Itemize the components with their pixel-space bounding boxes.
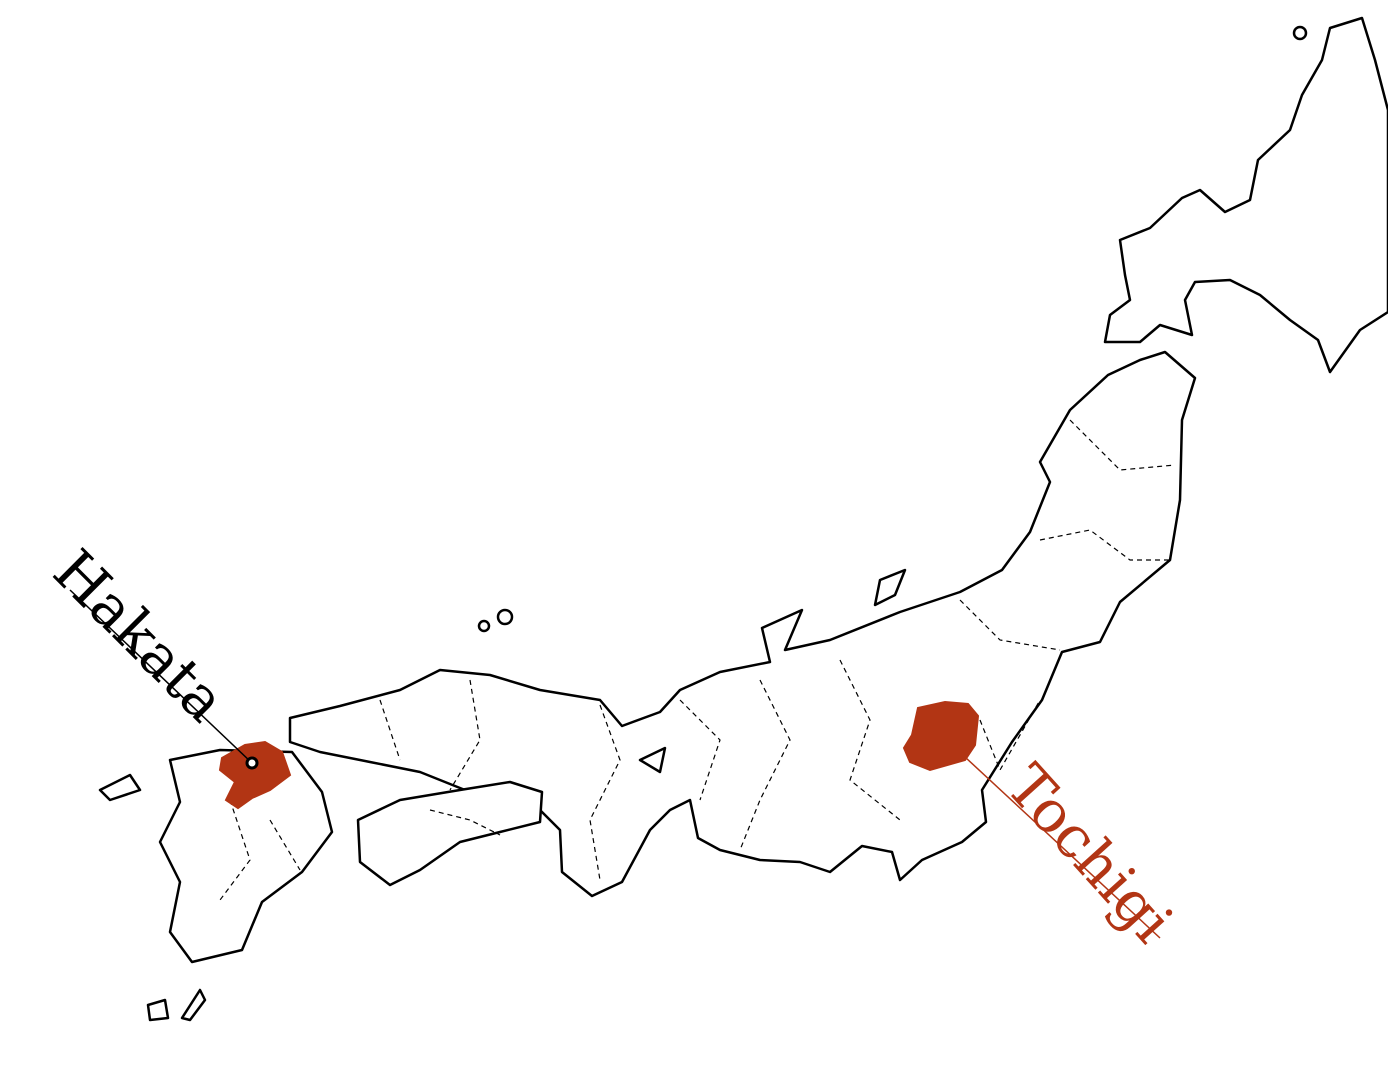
fukuoka-region: [218, 740, 292, 810]
sado-island: [873, 568, 907, 607]
rishiri-island: [1292, 25, 1308, 41]
tochigi-region: [902, 700, 980, 772]
awaji-island: [638, 746, 667, 774]
shikoku: [356, 780, 544, 887]
tanegashima: [180, 988, 207, 1022]
hakata-city-dot: [245, 756, 259, 770]
hakata-leader-line: [69, 589, 253, 764]
tochigi-leader-line: [964, 756, 1161, 939]
oki-island-small: [477, 619, 491, 633]
yakushima: [146, 998, 170, 1022]
prefecture-borders: [219, 419, 1176, 901]
hokkaido: [1103, 16, 1388, 374]
tsushima: [98, 773, 142, 802]
kyushu: [158, 748, 334, 964]
oki-island: [496, 608, 514, 626]
